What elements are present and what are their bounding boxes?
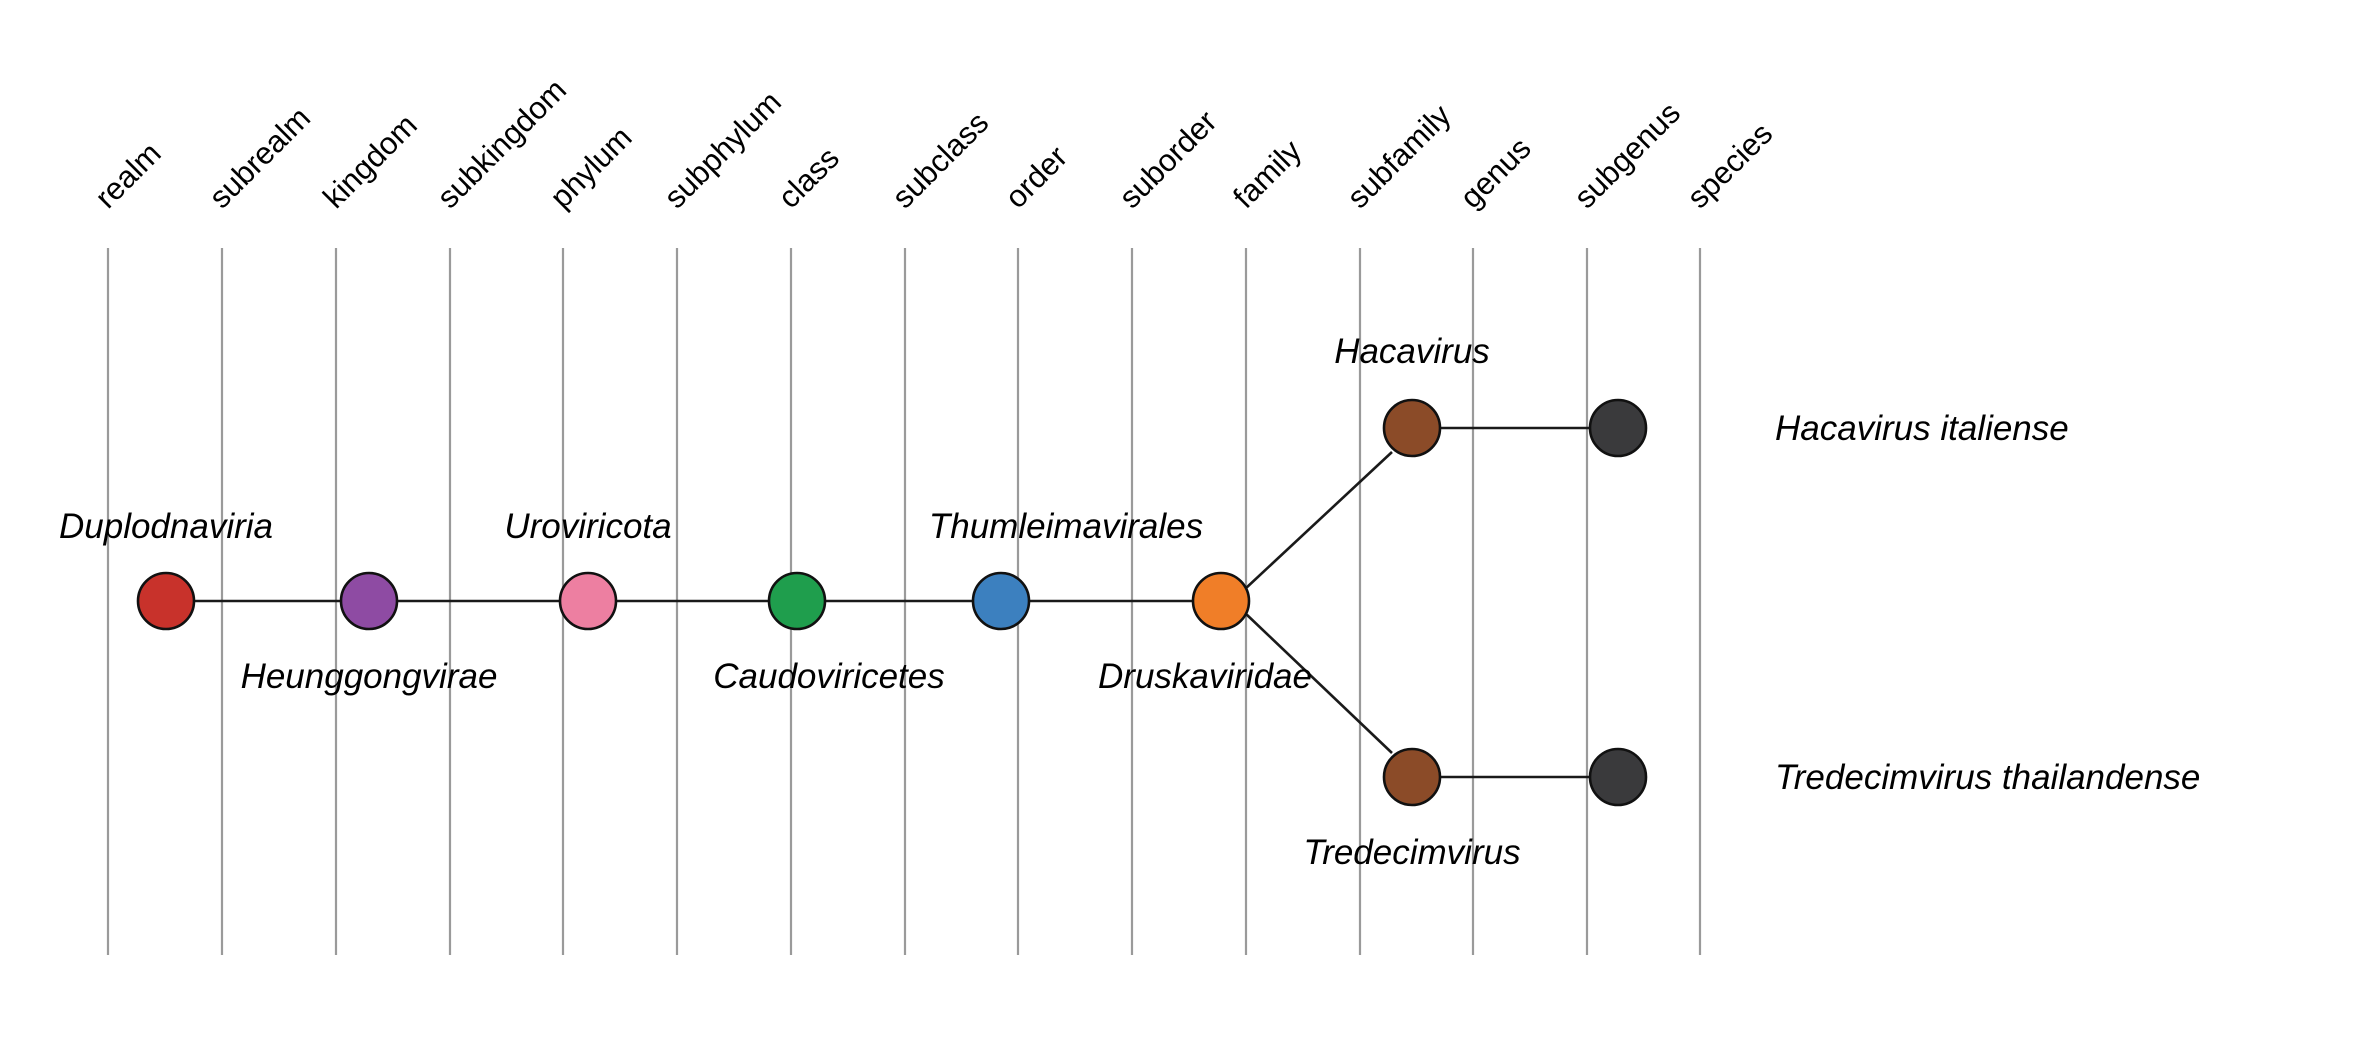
rank-label-suborder: suborder — [1112, 104, 1223, 215]
taxon-label-phylum: Uroviricota — [504, 507, 671, 546]
taxon-label-family: Druskaviridae — [1098, 657, 1312, 696]
taxon-label-kingdom: Heunggongvirae — [241, 657, 498, 696]
rank-label-genus: genus — [1453, 130, 1537, 214]
rank-label-realm: realm — [88, 135, 168, 215]
rank-label-subclass: subclass — [885, 105, 995, 215]
rank-label-kingdom: kingdom — [316, 107, 424, 215]
edge-family-to-genus_top — [1244, 451, 1393, 590]
rank-label-phylum: phylum — [543, 120, 638, 215]
taxon-label-species_bottom: Tredecimvirus thailandense — [1775, 758, 2200, 797]
taxon-label-genus_bottom: Tredecimvirus — [1303, 833, 1520, 872]
taxon-node-species_bottom[interactable] — [1588, 747, 1648, 807]
taxon-node-realm[interactable] — [136, 571, 196, 631]
lineage-edges — [194, 426, 1590, 779]
taxon-nodes — [136, 398, 1648, 807]
rank-label-subrealm: subrealm — [202, 100, 317, 215]
rank-label-species: species — [1680, 116, 1779, 215]
rank-label-subfamily: subfamily — [1340, 97, 1458, 215]
edge-family-to-genus_bottom — [1244, 612, 1393, 754]
taxon-label-class: Caudoviricetes — [713, 657, 945, 696]
taxon-node-family[interactable] — [1191, 571, 1251, 631]
rank-label-subphylum: subphylum — [657, 84, 788, 215]
rank-label-order: order — [998, 139, 1074, 215]
taxon-label-genus_top: Hacavirus — [1334, 332, 1490, 371]
taxon-node-genus_bottom[interactable] — [1382, 747, 1442, 807]
rank-label-class: class — [771, 140, 846, 215]
taxon-node-species_top[interactable] — [1588, 398, 1648, 458]
taxon-label-species_top: Hacavirus italiense — [1775, 409, 2069, 448]
taxon-label-order: Thumleimavirales — [929, 507, 1203, 546]
taxon-node-order[interactable] — [971, 571, 1031, 631]
taxon-node-kingdom[interactable] — [339, 571, 399, 631]
taxon-label-realm: Duplodnaviria — [59, 507, 273, 546]
taxon-node-phylum[interactable] — [558, 571, 618, 631]
taxon-node-genus_top[interactable] — [1382, 398, 1442, 458]
rank-label-family: family — [1226, 133, 1308, 215]
taxon-node-class[interactable] — [767, 571, 827, 631]
rank-label-subgenus: subgenus — [1567, 95, 1687, 215]
